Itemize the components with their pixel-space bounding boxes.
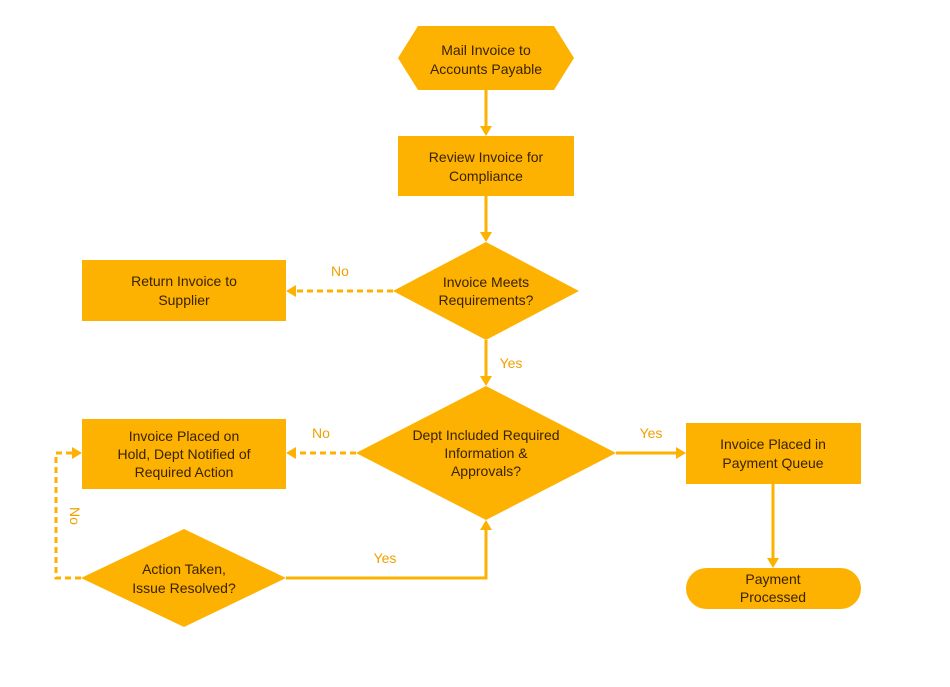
node-action-taken-line2: Issue Resolved? xyxy=(132,580,236,596)
arrowhead xyxy=(286,285,296,297)
edge-label-action-yes: Yes xyxy=(374,550,397,566)
node-placed-on-hold-line2: Hold, Dept Notified of xyxy=(117,446,250,462)
node-review-invoice-line1: Review Invoice for xyxy=(429,149,544,165)
node-return-invoice: Return Invoice to Supplier xyxy=(82,260,286,321)
edge-action-yes-to-dept xyxy=(286,528,488,580)
node-meets-requirements-line2: Requirements? xyxy=(439,292,534,308)
edge-label-meets-no: No xyxy=(331,263,349,279)
node-meets-requirements-line1: Invoice Meets xyxy=(443,274,529,290)
node-mail-invoice: Mail Invoice to Accounts Payable xyxy=(398,26,574,90)
node-placed-on-hold: Invoice Placed on Hold, Dept Notified of… xyxy=(82,419,286,489)
node-action-taken-line1: Action Taken, xyxy=(142,561,226,577)
node-mail-invoice-line2: Accounts Payable xyxy=(430,61,542,77)
arrowhead xyxy=(767,558,779,568)
arrowhead xyxy=(286,447,296,459)
node-payment-queue-line2: Payment Queue xyxy=(722,455,823,471)
edge-label-dept-no: No xyxy=(312,425,330,441)
node-dept-included-line1: Dept Included Required xyxy=(412,427,559,443)
node-review-invoice: Review Invoice for Compliance xyxy=(398,136,574,196)
edge-label-action-no: No xyxy=(67,507,83,525)
arrowhead xyxy=(480,126,492,136)
edge-action-no-to-hold xyxy=(54,451,81,580)
node-payment-processed-line1: Payment xyxy=(745,571,800,587)
node-payment-queue: Invoice Placed in Payment Queue xyxy=(686,423,861,484)
node-return-invoice-line2: Supplier xyxy=(158,292,210,308)
edge-label-dept-yes: Yes xyxy=(640,425,663,441)
node-mail-invoice-line1: Mail Invoice to xyxy=(441,42,531,58)
edge-label-meets-yes: Yes xyxy=(500,355,523,371)
node-payment-queue-line1: Invoice Placed in xyxy=(720,436,826,452)
node-meets-requirements: Invoice Meets Requirements? xyxy=(393,242,579,340)
node-payment-processed: Payment Processed xyxy=(686,568,861,609)
arrowhead xyxy=(480,232,492,242)
node-review-invoice-line2: Compliance xyxy=(449,168,523,184)
arrowhead xyxy=(480,376,492,386)
node-action-taken: Action Taken, Issue Resolved? xyxy=(81,529,286,627)
node-placed-on-hold-line1: Invoice Placed on xyxy=(129,428,240,444)
node-dept-included-line2: Information & xyxy=(444,445,528,461)
node-payment-processed-line2: Processed xyxy=(740,589,806,605)
arrowhead xyxy=(480,520,492,530)
node-dept-included-line3: Approvals? xyxy=(451,463,521,479)
arrowhead xyxy=(72,447,82,459)
node-placed-on-hold-line3: Required Action xyxy=(135,464,234,480)
arrowhead xyxy=(676,447,686,459)
node-return-invoice-line1: Return Invoice to xyxy=(131,273,237,289)
node-dept-included: Dept Included Required Information & App… xyxy=(356,386,616,520)
